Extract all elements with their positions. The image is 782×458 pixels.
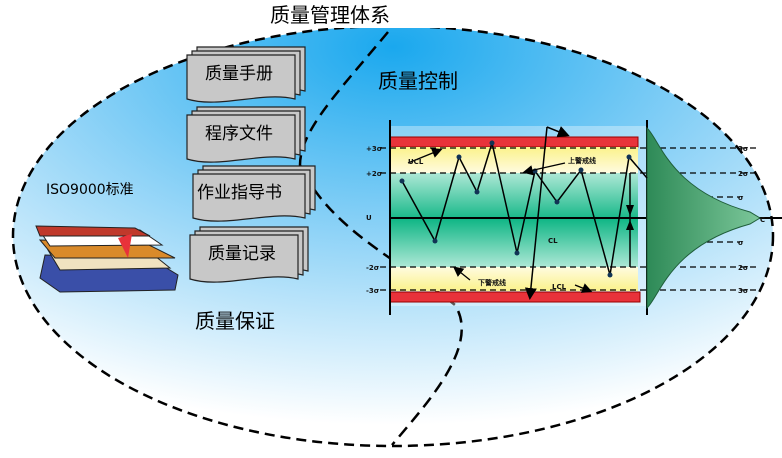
document-label: 质量记录 (208, 244, 276, 264)
upper-warning-zone (390, 147, 638, 173)
books-icon (35, 225, 179, 293)
lower-warning-label: 下警戒线 (478, 278, 506, 287)
right-axis-label: 2σ (738, 264, 749, 272)
right-axis-label: 3σ (738, 287, 749, 295)
data-point (432, 238, 438, 244)
normal-zone (390, 173, 638, 267)
data-point (626, 154, 632, 160)
iso-label: ISO9000标准 (46, 182, 134, 198)
upper-warning-label: 上警戒线 (568, 156, 596, 165)
quality-assurance-label: 质量保证 (195, 309, 275, 333)
title: 质量管理体系 (270, 3, 390, 27)
document-stack: 质量记录 (189, 226, 309, 283)
data-point (607, 272, 613, 278)
document-label: 程序文件 (205, 124, 273, 144)
data-point (554, 199, 560, 205)
document-stack: 作业指导书 (192, 165, 316, 222)
lcl-label: LCL (552, 283, 567, 291)
left-axis-label: +3σ (366, 145, 383, 153)
right-axis-label: σ (738, 194, 744, 202)
document-stack: 程序文件 (186, 106, 306, 163)
data-point (514, 250, 520, 256)
document-label: 质量手册 (205, 64, 273, 84)
data-point (474, 189, 480, 195)
right-axis-label: σ (738, 239, 744, 247)
upper-control-band (389, 136, 639, 148)
cl-label: CL (548, 237, 558, 245)
left-axis-label: U (366, 214, 372, 222)
left-axis-label: -3σ (366, 287, 380, 295)
data-point (489, 140, 495, 146)
lower-control-band (389, 291, 641, 303)
control-chart: UCL 上警戒线 CL 下警戒线 LCL +3σ +2σU -2σ -3σ 3σ 2σ σ… (366, 120, 782, 315)
lower-warning-zone (390, 267, 638, 291)
document-stack: 质量手册 (186, 46, 306, 103)
ucl-label: UCL (408, 158, 424, 166)
left-axis-label: +2σ (366, 170, 383, 178)
quality-control-label: 质量控制 (378, 69, 458, 93)
right-axis-label: 2σ (738, 170, 749, 178)
bell-curve (646, 126, 761, 310)
document-label: 作业指导书 (197, 183, 282, 203)
divider-curve (298, 31, 463, 446)
right-axis-label: 3σ (738, 145, 749, 153)
data-point (578, 167, 584, 173)
right-axis-label: C (760, 216, 765, 224)
left-axis-label: -2σ (366, 264, 380, 272)
data-point (399, 178, 405, 184)
data-point (456, 154, 462, 160)
